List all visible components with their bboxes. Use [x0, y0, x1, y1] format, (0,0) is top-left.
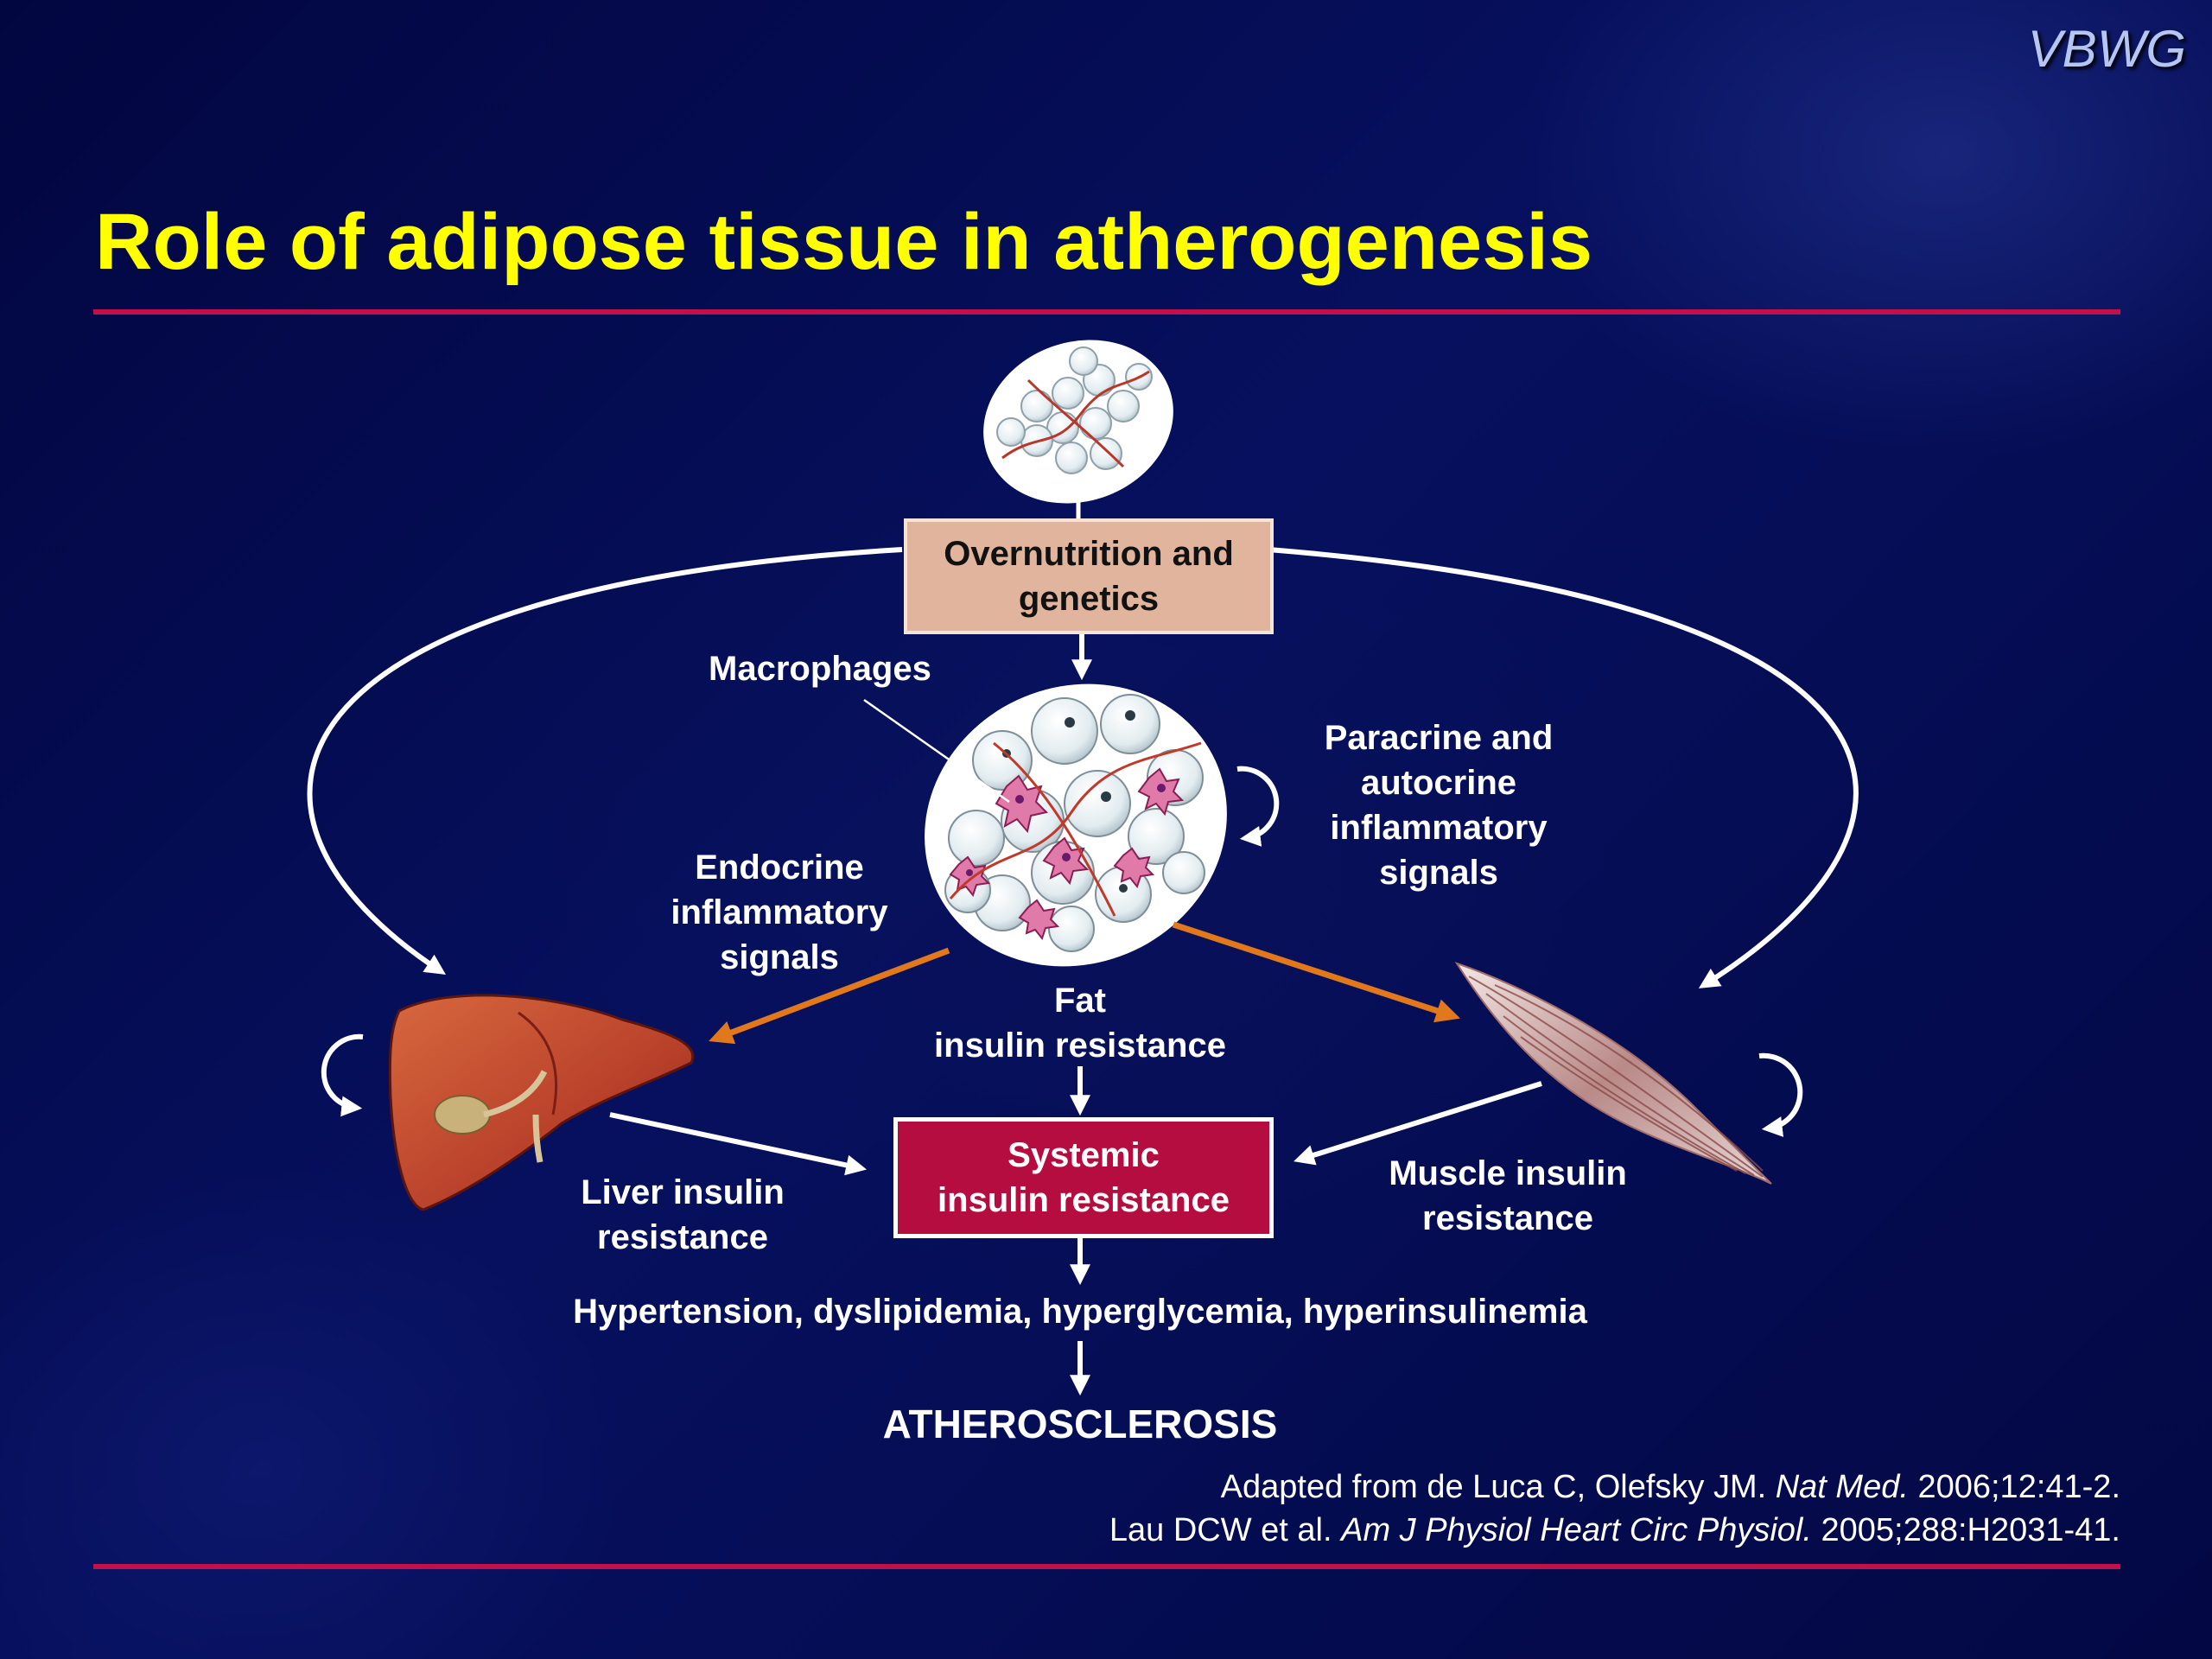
paracrine-line1: Paracrine and: [1324, 719, 1554, 757]
orange-arrow-to-muscle: [1172, 921, 1460, 1023]
muscle-loop-arrow: [1758, 1052, 1803, 1137]
loop-arrow-to-muscle: [1268, 547, 1859, 988]
arrow-liver-to-systemic: [609, 1112, 868, 1176]
overnutrition-box: Overnutrition and genetics: [904, 518, 1274, 634]
ref1-authors: Adapted from de Luca C, Olefsky JM.: [1220, 1469, 1767, 1505]
brand-logo: VBWG: [2027, 20, 2186, 78]
fat-ir-line2: insulin resistance: [934, 1027, 1226, 1065]
ref2-authors: Lau DCW et al.: [1109, 1512, 1332, 1548]
macrophages-label: Macrophages: [709, 650, 931, 688]
liver-icon: [388, 994, 695, 1211]
paracrine-line2: autocrine: [1360, 764, 1517, 802]
footer-divider: [93, 1564, 2120, 1569]
muscle-ir-label: Muscle insulin resistance: [1365, 1151, 1650, 1241]
ref2-citation: 2005;288:H2031-41.: [1821, 1512, 2120, 1548]
liver-ir-line1: Liver insulin: [581, 1173, 785, 1211]
orange-arrow-to-liver: [709, 947, 950, 1045]
paracrine-line4: signals: [1379, 854, 1498, 892]
muscle-ir-line1: Muscle insulin: [1389, 1154, 1627, 1192]
liver-loop-arrow: [321, 1033, 364, 1117]
systemic-line1: Systemic: [1007, 1136, 1160, 1174]
loop-arrow-to-liver: [307, 547, 903, 975]
ref1-journal: Nat Med.: [1775, 1469, 1909, 1505]
reference-1: Adapted from de Luca C, Olefsky JM. Nat …: [1109, 1465, 2120, 1509]
reference-2: Lau DCW et al. Am J Physiol Heart Circ P…: [1109, 1509, 2120, 1552]
muscle-ir-line2: resistance: [1422, 1199, 1593, 1237]
fat-ir-label: Fat insulin resistance: [907, 978, 1253, 1068]
paracrine-label: Paracrine and autocrine inflammatory sig…: [1296, 715, 1581, 895]
liver-ir-label: Liver insulin resistance: [553, 1170, 812, 1260]
endocrine-line2: inflammatory: [671, 893, 888, 931]
fat-ir-line1: Fat: [1054, 982, 1106, 1020]
conditions-label: Hypertension, dyslipidemia, hyperglycemi…: [573, 1293, 1587, 1331]
references: Adapted from de Luca C, Olefsky JM. Nat …: [1109, 1465, 2120, 1552]
liver-ir-line2: resistance: [597, 1218, 768, 1256]
overnutrition-line1: Overnutrition and: [944, 535, 1234, 573]
endocrine-line3: signals: [720, 938, 839, 976]
ref2-journal: Am J Physiol Heart Circ Physiol.: [1341, 1512, 1812, 1548]
page-title: Role of adipose tissue in atherogenesis: [95, 198, 1593, 286]
arrow-muscle-to-systemic: [1294, 1081, 1542, 1166]
atherosclerosis-label: ATHEROSCLEROSIS: [882, 1402, 1278, 1446]
overnutrition-line2: genetics: [1018, 580, 1160, 618]
paracrine-loop-arrow: [1236, 766, 1280, 847]
adipose-tissue-small-icon: [983, 340, 1173, 504]
systemic-ir-box: Systemic insulin resistance: [893, 1117, 1274, 1238]
muscle-icon: [1454, 962, 1772, 1185]
title-divider: [93, 309, 2120, 315]
paracrine-line3: inflammatory: [1330, 809, 1548, 847]
systemic-line2: insulin resistance: [938, 1181, 1230, 1219]
macrophages-pointer: [863, 698, 1010, 804]
endocrine-label: Endocrine inflammatory signals: [650, 845, 909, 980]
endocrine-line1: Endocrine: [695, 849, 864, 887]
adipose-tissue-large-icon: [925, 683, 1227, 967]
ref1-citation: 2006;12:41-2.: [1917, 1469, 2120, 1505]
